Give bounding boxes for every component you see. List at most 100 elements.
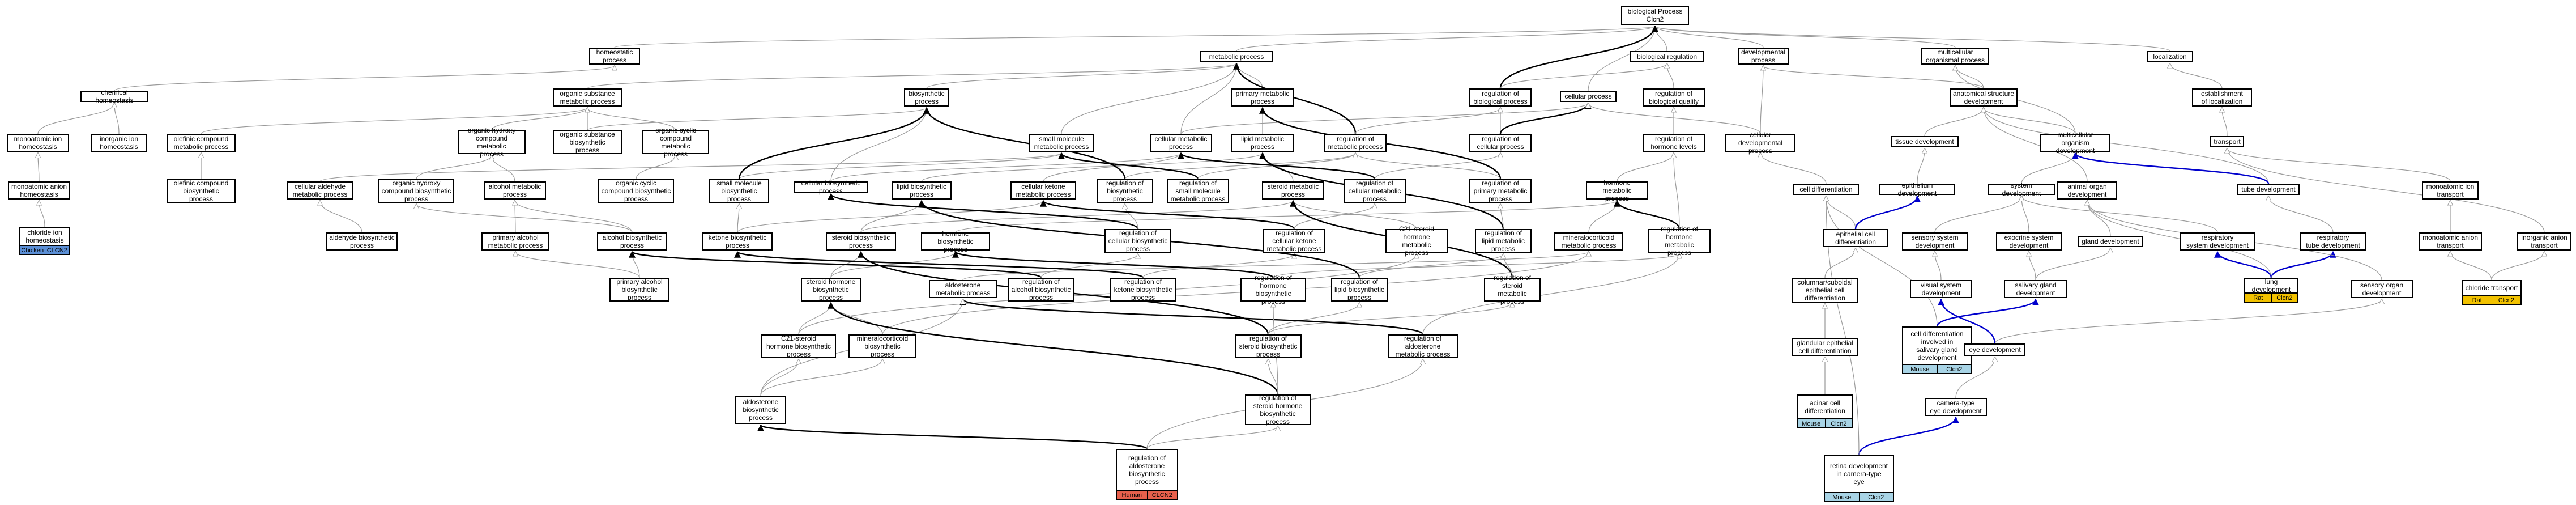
go-term-homeostatic[interactable]: homeostatic process	[589, 48, 640, 65]
go-term-primalcoholmet[interactable]: primary alcohol metabolic process	[481, 232, 549, 251]
go-term-ketonebiosyn[interactable]: ketone biosynthetic process	[702, 232, 773, 251]
go-term-acinarcelldiff[interactable]: acinar cell differentiation	[1797, 394, 1853, 418]
go-term-hormonebiosyn[interactable]: hormone biosynthetic process	[921, 230, 990, 253]
go-term-regbioqual[interactable]: regulation of biological quality	[1643, 88, 1705, 107]
go-term-primalcoholbiosyn[interactable]: primary alcohol biosynthetic process	[609, 278, 669, 302]
go-term-chlorideionhomeo[interactable]: chloride ion homeostasis	[19, 227, 70, 245]
go-term-orgcyclicmet[interactable]: organic cyclic compound metabolic proces…	[642, 126, 709, 158]
go-term-regsterhormbiosyn[interactable]: regulation of steroid hormone biosynthet…	[1245, 394, 1311, 426]
go-term-eyedev[interactable]: eye development	[1964, 343, 2025, 356]
go-term-columnarepith[interactable]: columnar/cuboidal epithelial cell differ…	[1792, 278, 1858, 303]
go-term-monoionhomeo[interactable]: monoatomic ion homeostasis	[7, 134, 69, 152]
go-term-bp[interactable]: biological Process Clcn2	[1621, 6, 1689, 25]
go-term-lipidmet[interactable]: lipid metabolic process	[1231, 134, 1294, 152]
go-term-steroidmet[interactable]: steroid metabolic process	[1262, 181, 1324, 200]
go-term-regcellketonemet[interactable]: regulation of cellular ketone metabolic …	[1263, 229, 1325, 253]
go-term-respsysdev[interactable]: respiratory system development	[2180, 232, 2255, 251]
go-term-sensorysysdev[interactable]: sensory system development	[1902, 232, 1968, 251]
go-term-regsteroidmet[interactable]: regulation of steroid metabolic process	[1484, 274, 1541, 305]
go-term-monoaniontransport[interactable]: monoatomic anion transport	[2419, 232, 2482, 251]
go-term-glanddev[interactable]: gland development	[2078, 236, 2143, 247]
go-term-reghormlevels[interactable]: regulation of hormone levels	[1643, 134, 1705, 152]
go-term-anatstruct[interactable]: anatomical structure development	[1950, 88, 2018, 107]
go-term-chemhomeo[interactable]: chemical homeostasis	[80, 88, 148, 104]
go-term-cellmet[interactable]: cellular metabolic process	[1150, 134, 1212, 152]
go-term-localization[interactable]: localization	[2147, 51, 2193, 62]
go-term-biosynth[interactable]: biosynthetic process	[904, 88, 949, 107]
go-term-regsteroidbiosyn[interactable]: regulation of steroid biosynthetic proce…	[1235, 334, 1302, 358]
go-term-animalorgandev[interactable]: animal organ development	[2057, 181, 2117, 200]
go-term-cellproc[interactable]: cellular process	[1560, 91, 1617, 102]
go-term-reghormmet[interactable]: regulation of hormone metabolic process	[1648, 225, 1711, 257]
go-term-monoanionhomeo[interactable]: monoatomic anion homeostasis	[8, 181, 70, 200]
go-term-orgsubbiosyn[interactable]: organic substance biosynthetic process	[553, 130, 622, 154]
go-term-orgcyclicbiosyn[interactable]: organic cyclic compound biosynthetic pro…	[598, 179, 674, 203]
go-term-regaldostmet[interactable]: regulation of aldosterone metabolic proc…	[1388, 334, 1458, 358]
go-term-visualsysdev[interactable]: visual system development	[1910, 280, 1972, 298]
go-term-celldiff[interactable]: cell differentiation	[1793, 184, 1859, 195]
go-term-glandularepith[interactable]: glandular epithelial cell differentiatio…	[1792, 338, 1858, 356]
go-term-sterhormbiosyn[interactable]: steroid hormone biosynthetic process	[801, 278, 861, 302]
go-term-inorgionhomeo[interactable]: inorganic ion homeostasis	[91, 134, 147, 152]
go-term-c21met[interactable]: C21-steroid hormone metabolic process	[1385, 225, 1448, 257]
go-term-developmental[interactable]: developmental process	[1738, 48, 1789, 65]
go-term-regketonebiosyn[interactable]: regulation of ketone biosynthetic proces…	[1110, 278, 1176, 302]
go-term-exocrinedev[interactable]: exocrine system development	[1996, 232, 2062, 251]
go-term-hormonemet[interactable]: hormone metabolic process	[1586, 179, 1648, 202]
go-term-celldevproc[interactable]: cellular developmental process	[1725, 131, 1795, 155]
go-term-sensoryorgandev[interactable]: sensory organ development	[2351, 280, 2413, 298]
go-term-multicellular[interactable]: multicellular organismal process	[1921, 48, 1989, 65]
go-term-steroidbiosyn[interactable]: steroid biosynthetic process	[826, 232, 896, 251]
go-term-cameraeyedev[interactable]: camera-type eye development	[1925, 398, 1987, 416]
go-term-monoiontransport[interactable]: monoatomic ion transport	[2422, 181, 2479, 200]
go-term-regaldostbiosyn[interactable]: regulation of aldosterone biosynthetic p…	[1116, 449, 1178, 490]
go-term-inorganiontransport[interactable]: inorganic anion transport	[2517, 232, 2571, 251]
go-term-bioreg[interactable]: biological regulation	[1630, 51, 1704, 62]
go-term-reglipidmet[interactable]: regulation of lipid metabolic process	[1475, 229, 1532, 253]
go-term-aldostbiosyn[interactable]: aldosterone biosynthetic process	[735, 396, 786, 424]
go-term-smallmolbiosyn[interactable]: small molecule biosynthetic process	[709, 179, 769, 203]
go-term-epithcelldiff[interactable]: epithelial cell differentiation	[1823, 229, 1888, 247]
go-term-lipidbiosyn[interactable]: lipid biosynthetic process	[892, 181, 952, 200]
go-term-lungdev[interactable]: lung development	[2244, 278, 2298, 294]
go-term-regcellmet[interactable]: regulation of cellular metabolic process	[1344, 179, 1406, 203]
go-term-c21biosyn[interactable]: C21-steroid hormone biosynthetic process	[761, 334, 836, 358]
go-term-regmet[interactable]: regulation of metabolic process	[1324, 134, 1387, 152]
go-term-epithdev[interactable]: epithelium development	[1879, 181, 1955, 197]
go-term-alcoholmet[interactable]: alcohol metabolic process	[484, 181, 546, 200]
go-term-cellbiosyn[interactable]: cellular biosynthetic process	[794, 179, 868, 195]
go-term-regsmallmolmet[interactable]: regulation of small molecule metabolic p…	[1167, 179, 1229, 203]
go-term-smallmolmet[interactable]: small molecule metabolic process	[1029, 134, 1094, 152]
go-term-alcoholbiosyn[interactable]: alcohol biosynthetic process	[597, 232, 667, 251]
go-term-regalcoholbiosyn[interactable]: regulation of alcohol biosynthetic proce…	[1008, 278, 1074, 302]
go-term-regcellbiosyn[interactable]: regulation of cellular biosynthetic proc…	[1104, 229, 1171, 253]
go-term-multorgdev[interactable]: multicellular organism development	[2040, 131, 2110, 155]
go-term-orghydroxymet[interactable]: organic hydroxy compound metabolic proce…	[458, 126, 526, 158]
go-term-cellaldmet[interactable]: cellular aldehyde metabolic process	[287, 181, 353, 200]
go-term-regbiosynproc[interactable]: regulation of biosynthetic process	[1097, 179, 1153, 203]
go-term-retinadev[interactable]: retina development in camera-type eye	[1824, 455, 1894, 492]
go-term-mineralocortbiosyn[interactable]: mineralocorticoid biosynthetic process	[848, 334, 916, 358]
go-term-metabolic[interactable]: metabolic process	[1200, 51, 1273, 62]
go-term-aldostmet[interactable]: aldosterone metabolic process	[929, 280, 997, 298]
go-term-tubedev[interactable]: tube development	[2237, 184, 2300, 195]
go-term-celldiffsalivary[interactable]: cell differentiation involved in salivar…	[1902, 326, 1972, 364]
go-term-orgsubmet[interactable]: organic substance metabolic process	[553, 88, 622, 107]
go-term-regprimmet[interactable]: regulation of primary metabolic process	[1469, 179, 1532, 203]
go-term-chloridetransport[interactable]: chloride transport	[2462, 280, 2522, 295]
go-term-olefinbiosyn[interactable]: olefinic compound biosynthetic process	[167, 179, 236, 203]
go-term-cellketonemet[interactable]: cellular ketone metabolic process	[1010, 181, 1076, 200]
go-term-systemdev[interactable]: system development	[1988, 181, 2055, 197]
go-term-resptubedev[interactable]: respiratory tube development	[2300, 232, 2366, 251]
go-term-primmet[interactable]: primary metabolic process	[1231, 88, 1294, 107]
go-term-mineralocortmet[interactable]: mineralocorticoid metabolic process	[1554, 232, 1623, 251]
go-term-transport[interactable]: transport	[2210, 136, 2244, 147]
go-term-salivarydev[interactable]: salivary gland development	[2004, 280, 2067, 298]
go-term-aldehydebiosyn[interactable]: aldehyde biosynthetic process	[326, 232, 398, 251]
go-term-olefinmet[interactable]: olefinic compound metabolic process	[167, 134, 236, 152]
go-term-reghormbiosyn[interactable]: regulation of hormone biosynthetic proce…	[1240, 274, 1306, 305]
go-term-regbioproc[interactable]: regulation of biological process	[1469, 88, 1532, 107]
go-term-regcellproc[interactable]: regulation of cellular process	[1469, 134, 1532, 152]
go-term-tissuedev[interactable]: tissue development	[1891, 136, 1959, 147]
go-term-estloc[interactable]: establishment of localization	[2192, 88, 2252, 107]
